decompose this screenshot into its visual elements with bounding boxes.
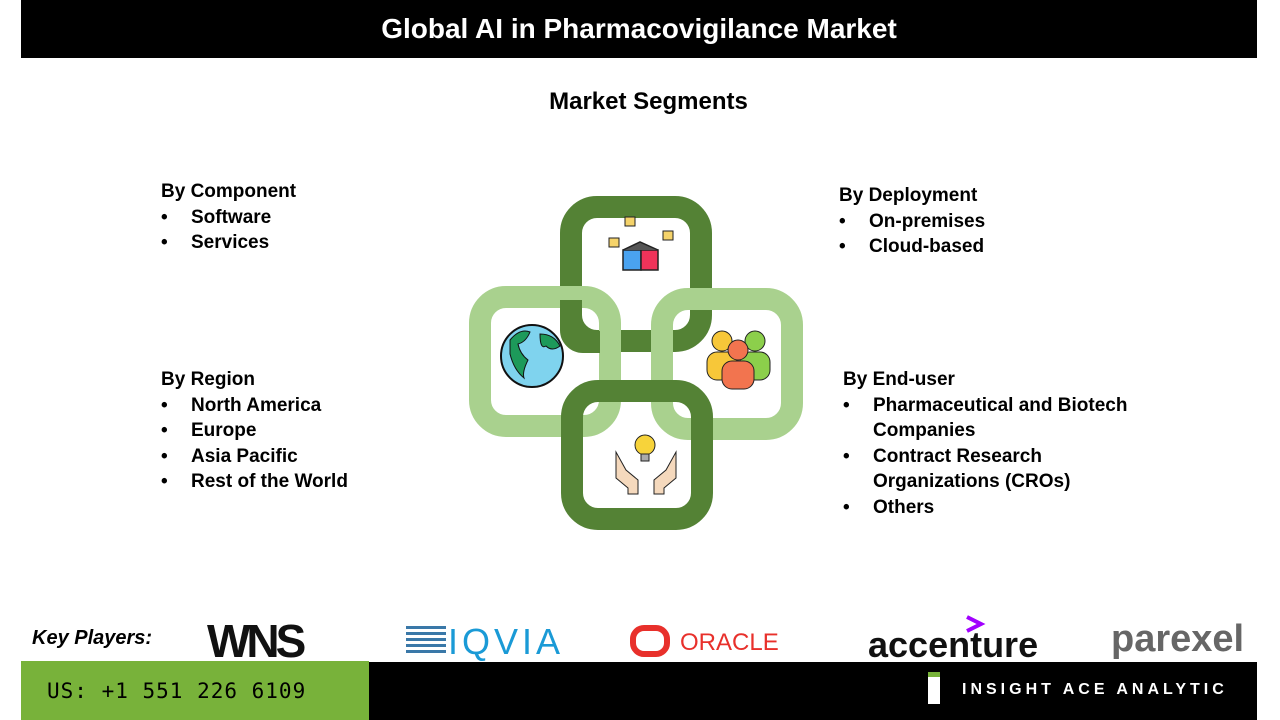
- brand-name: INSIGHT ACE ANALYTIC: [962, 681, 1228, 698]
- list-item: North America: [161, 393, 348, 419]
- ring-right: [651, 288, 803, 440]
- globe-icon: [500, 324, 564, 388]
- segment-heading: By End-user: [843, 369, 955, 390]
- list-item: Europe: [161, 418, 348, 444]
- list-item: Pharmaceutical and Biotech Companies: [843, 393, 1173, 444]
- segment-component: By Component SoftwareServices: [161, 179, 296, 256]
- parexel-logo: parexel: [1111, 618, 1245, 660]
- people-icon: [706, 330, 771, 390]
- key-players-label: Key Players:: [32, 627, 153, 649]
- ring-left: [469, 286, 621, 437]
- list-item: Contract Research Organizations (CROs): [843, 444, 1173, 495]
- ring-top: [560, 196, 712, 352]
- oracle-ring-icon: [630, 625, 670, 657]
- list-item: Cloud-based: [839, 234, 985, 260]
- segment-heading: By Region: [161, 369, 255, 390]
- ring-bottom: [561, 380, 713, 530]
- list-item: Software: [161, 205, 296, 231]
- accenture-chevron-icon: [966, 615, 986, 633]
- segment-heading: By Deployment: [839, 185, 978, 206]
- segment-region: By Region North AmericaEuropeAsia Pacifi…: [161, 367, 348, 495]
- subtitle: Market Segments: [549, 88, 748, 115]
- iqvia-logo: IQVIA: [448, 621, 565, 662]
- segment-enduser: By End-user Pharmaceutical and Biotech C…: [843, 367, 1173, 520]
- lightbulb-hands-icon: [615, 434, 677, 495]
- segment-heading: By Component: [161, 181, 297, 202]
- page-title: Global AI in Pharmacovigilance Market: [381, 13, 897, 44]
- list-item: Asia Pacific: [161, 444, 348, 470]
- iqvia-lines-icon: [406, 626, 446, 656]
- list-item: Rest of the World: [161, 469, 348, 495]
- accenture-logo: accenture: [868, 624, 1039, 665]
- list-item: On-premises: [839, 209, 985, 235]
- title-bar: Global AI in Pharmacovigilance Market: [21, 0, 1257, 58]
- cube-icon: [608, 216, 674, 271]
- segment-deployment: By Deployment On-premisesCloud-based: [839, 183, 985, 260]
- oracle-logo: ORACLE: [680, 629, 779, 656]
- list-item: Others: [843, 495, 1173, 521]
- phone-contact: US: +1 551 226 6109: [21, 661, 369, 720]
- brand-logo-icon: [928, 672, 940, 704]
- wns-logo: WNS: [207, 615, 306, 667]
- footer-bar: [369, 662, 1257, 720]
- list-item: Services: [161, 230, 296, 256]
